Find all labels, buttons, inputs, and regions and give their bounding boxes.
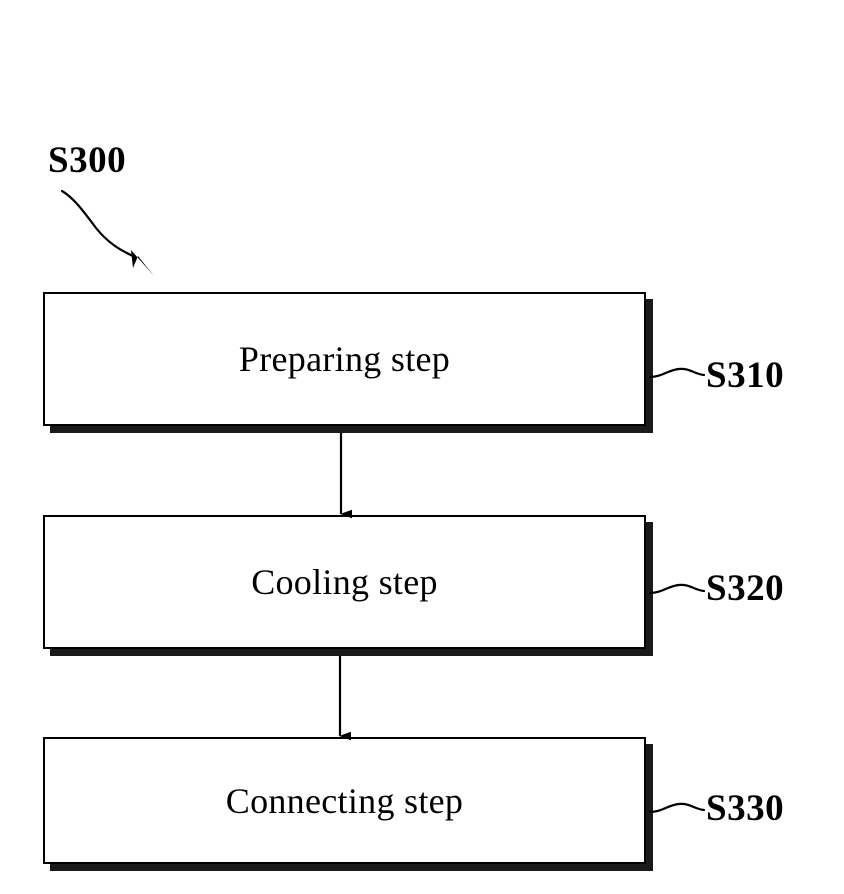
leader-line-s310: [648, 367, 706, 379]
process-box-label: Cooling step: [251, 562, 438, 602]
process-box-cooling-step[interactable]: Cooling step: [43, 515, 646, 649]
leader-line-s320: [648, 583, 706, 595]
reference-label-s300: S300: [48, 140, 127, 181]
reference-label-s320: S320: [706, 568, 785, 609]
process-box-preparing-step[interactable]: Preparing step: [43, 292, 646, 426]
leader-line-s300: [60, 189, 154, 276]
process-box-connecting-step[interactable]: Connecting step: [43, 737, 646, 864]
process-box-label: Connecting step: [225, 780, 464, 821]
reference-label-s330: S330: [706, 788, 785, 829]
reference-label-s310: S310: [706, 355, 785, 396]
leader-line-s330: [648, 802, 706, 814]
process-box-label: Preparing step: [238, 339, 451, 379]
